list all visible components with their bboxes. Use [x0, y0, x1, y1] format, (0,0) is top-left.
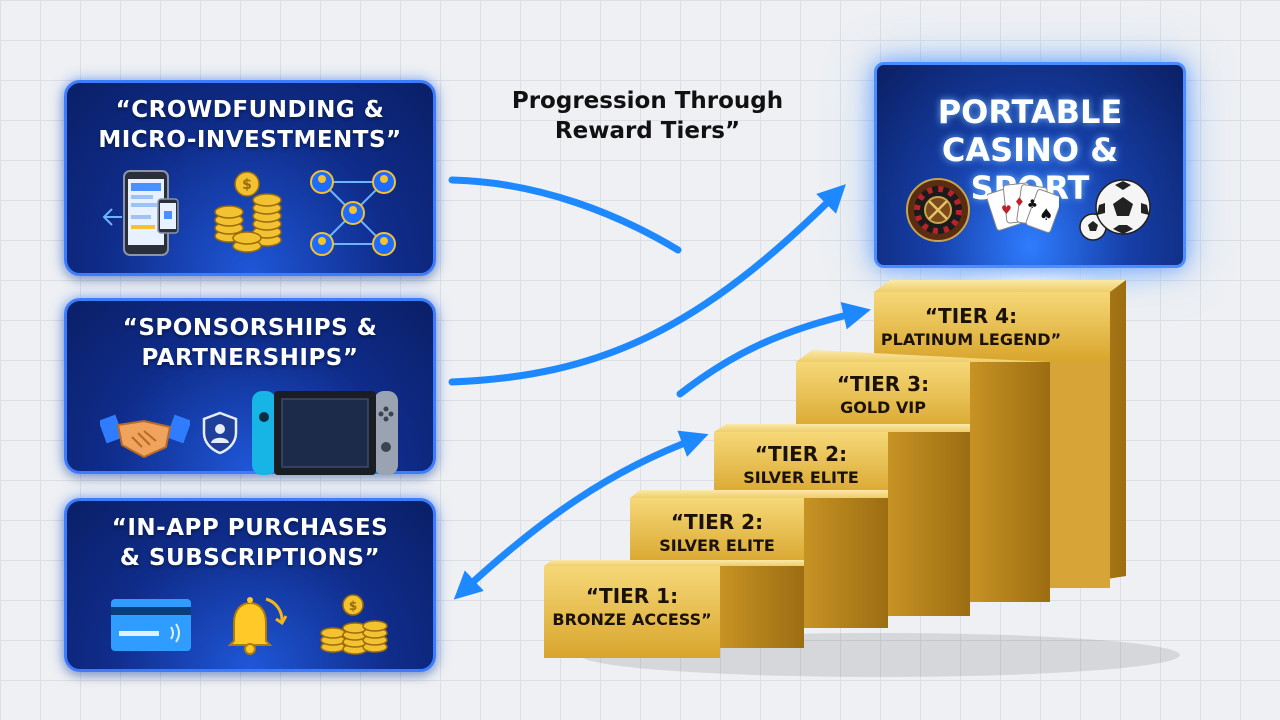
crowdfunding-panel: “CROWDFUNDING & MICRO-INVESTMENTS” [64, 80, 436, 276]
svg-text:♣: ♣ [1027, 197, 1038, 211]
tier-4-label: “TIER 4: PLATINUM LEGEND” [876, 304, 1066, 352]
crowdfunding-title: “CROWDFUNDING & MICRO-INVESTMENTS” [67, 83, 433, 155]
sponsorships-title-line2: PARTNERSHIPS” [141, 345, 359, 371]
svg-text:$: $ [242, 177, 252, 193]
notification-bell-icon [227, 597, 288, 655]
tier-1-block [544, 560, 804, 658]
tier-2-upper-line1: “TIER 2: [754, 442, 848, 466]
svg-text:♥: ♥ [1001, 203, 1012, 217]
coin-stacks-icon: $ [214, 171, 282, 253]
shield-user-icon [202, 411, 238, 455]
inapp-panel: “IN-APP PURCHASES & SUBSCRIPTIONS” $ [64, 498, 436, 672]
game-console-icon [252, 391, 398, 475]
tier-3-line2: GOLD VIP [840, 398, 926, 417]
smartphone-icon [102, 170, 180, 256]
casino-title-line1: PORTABLE [937, 93, 1123, 131]
tier-2-upper-line2: SILVER ELITE [743, 468, 859, 487]
crowdfunding-title-line1: “CROWDFUNDING & [115, 97, 385, 123]
tier-1-line1: “TIER 1: [585, 584, 679, 608]
credit-card-icon [110, 599, 191, 651]
flow-title: Progression Through Reward Tiers” [470, 86, 825, 146]
sponsorships-title: “SPONSORSHIPS & PARTNERSHIPS” [67, 301, 433, 373]
sponsorships-title-line1: “SPONSORSHIPS & [122, 315, 378, 341]
tier-4-line1: “TIER 4: [924, 304, 1018, 328]
inapp-title-line1: “IN-APP PURCHASES [111, 515, 389, 541]
tier-4-block [874, 280, 1126, 588]
svg-text:♦: ♦ [1014, 195, 1025, 209]
soccer-balls-icon [1079, 179, 1151, 241]
tier-2-upper-label: “TIER 2: SILVER ELITE [718, 442, 884, 490]
inapp-title: “IN-APP PURCHASES & SUBSCRIPTIONS” [67, 501, 433, 573]
playing-cards-icon: ♥ ♦ ♣ ♠ [987, 182, 1059, 233]
svg-text:$: $ [349, 599, 357, 613]
tier-1-label: “TIER 1: BRONZE ACCESS” [548, 584, 716, 632]
casino-sport-card: PORTABLE CASINO & SPORT ♥ ♦ ♣ ♠ [874, 62, 1186, 268]
inapp-title-line2: & SUBSCRIPTIONS” [119, 545, 381, 571]
svg-text:♠: ♠ [1039, 205, 1053, 224]
tier-2-lower-block [630, 490, 888, 628]
coin-stacks-icon: $ [320, 594, 389, 655]
roulette-wheel-icon [906, 178, 970, 242]
tier-3-line1: “TIER 3: [836, 372, 930, 396]
tier-2-upper-block [714, 424, 970, 616]
tier-2-lower-line2: SILVER ELITE [659, 536, 775, 555]
flow-title-line1: Progression Through [511, 88, 784, 114]
crowdfunding-title-line2: MICRO-INVESTMENTS” [98, 127, 402, 153]
tier-4-line2: PLATINUM LEGEND” [880, 330, 1062, 349]
flow-title-line2: Reward Tiers” [554, 118, 741, 144]
tier-1-line2: BRONZE ACCESS” [552, 610, 712, 629]
network-people-icon [309, 170, 396, 256]
sponsorships-panel: “SPONSORSHIPS & PARTNERSHIPS” [64, 298, 436, 475]
tier-3-block [796, 350, 1050, 602]
handshake-icon [100, 414, 190, 459]
tier-2-lower-label: “TIER 2: SILVER ELITE [634, 510, 800, 558]
tier-2-lower-line1: “TIER 2: [670, 510, 764, 534]
tier-3-label: “TIER 3: GOLD VIP [800, 372, 966, 420]
